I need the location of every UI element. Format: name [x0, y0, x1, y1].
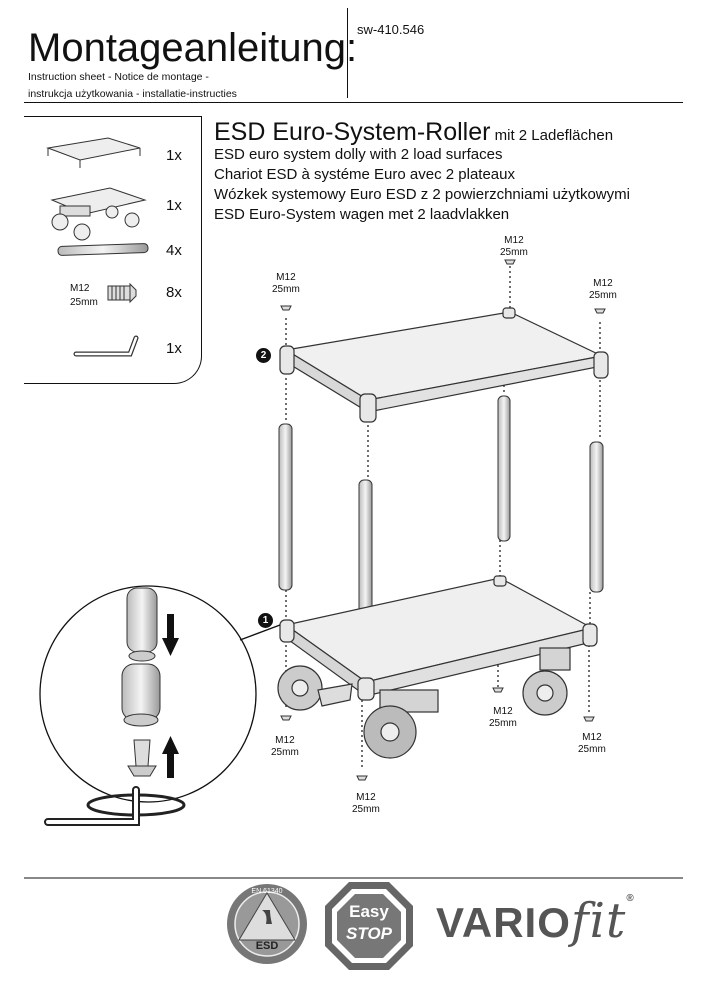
- header-divider: [347, 8, 348, 98]
- base-dolly-icon: [50, 187, 147, 241]
- subtitle-line-2: instrukcja użytkowania - installatie-ins…: [28, 88, 237, 100]
- detail-parts: [121, 587, 161, 777]
- product-title-pl: Wózkek systemowy Euro ESD z 2 powierzchn…: [214, 186, 630, 203]
- detail-hex-key-icon: [44, 786, 186, 826]
- hex-key-icon-inner: [74, 336, 138, 356]
- parts-qty-base: 1x: [166, 197, 182, 214]
- top-shelf-icon: [46, 137, 141, 168]
- arrow-down-icon: [162, 614, 179, 656]
- variofit-logo: VARIOfit®: [436, 893, 635, 949]
- parts-qty-tube: 4x: [166, 242, 182, 259]
- parts-box-top: [24, 116, 201, 117]
- document-number: sw-410.546: [357, 22, 425, 37]
- parts-screw-size: M12: [70, 283, 90, 294]
- product-title: ESD Euro-System-Roller mit 2 Ladeflächen: [214, 118, 613, 147]
- product-title-fr: Chariot ESD à systéme Euro avec 2 platea…: [214, 166, 515, 183]
- esd-logo-icon: [227, 884, 307, 964]
- page-title: Montageanleitung:: [28, 26, 358, 70]
- tube-icon: [57, 243, 149, 256]
- parts-list-box: [24, 116, 202, 384]
- subtitle-line-1: Instruction sheet - Notice de montage -: [28, 71, 209, 83]
- product-title-suffix: mit 2 Ladeflächen: [490, 127, 614, 144]
- easy-label: Easy: [349, 902, 389, 921]
- product-title-main: ESD Euro-System-Roller: [214, 118, 491, 146]
- step-2-badge: 2: [256, 348, 271, 363]
- header-rule: [24, 102, 683, 103]
- parts-screw-length: 25mm: [70, 297, 98, 308]
- base-dolly: [277, 575, 598, 759]
- parts-qty-hexkey: 1x: [166, 340, 182, 357]
- hex-key-icon: [73, 335, 139, 357]
- esd-ring-text: EN 61340: [251, 888, 283, 895]
- step-1-badge: 1: [258, 613, 273, 628]
- parts-qty-screw: 8x: [166, 284, 182, 301]
- esd-label: ESD: [255, 940, 279, 952]
- stop-label: STOP: [346, 924, 392, 943]
- upper-shelf: [279, 307, 609, 423]
- arrow-up-icon: [162, 736, 179, 778]
- screw-icon: [107, 282, 137, 304]
- product-title-en: ESD euro system dolly with 2 load surfac…: [214, 146, 503, 163]
- easy-stop-logo-icon: [325, 882, 413, 970]
- product-title-nl: ESD Euro-System wagen met 2 laadvlakken: [214, 206, 510, 223]
- parts-qty-shelf: 1x: [166, 147, 182, 164]
